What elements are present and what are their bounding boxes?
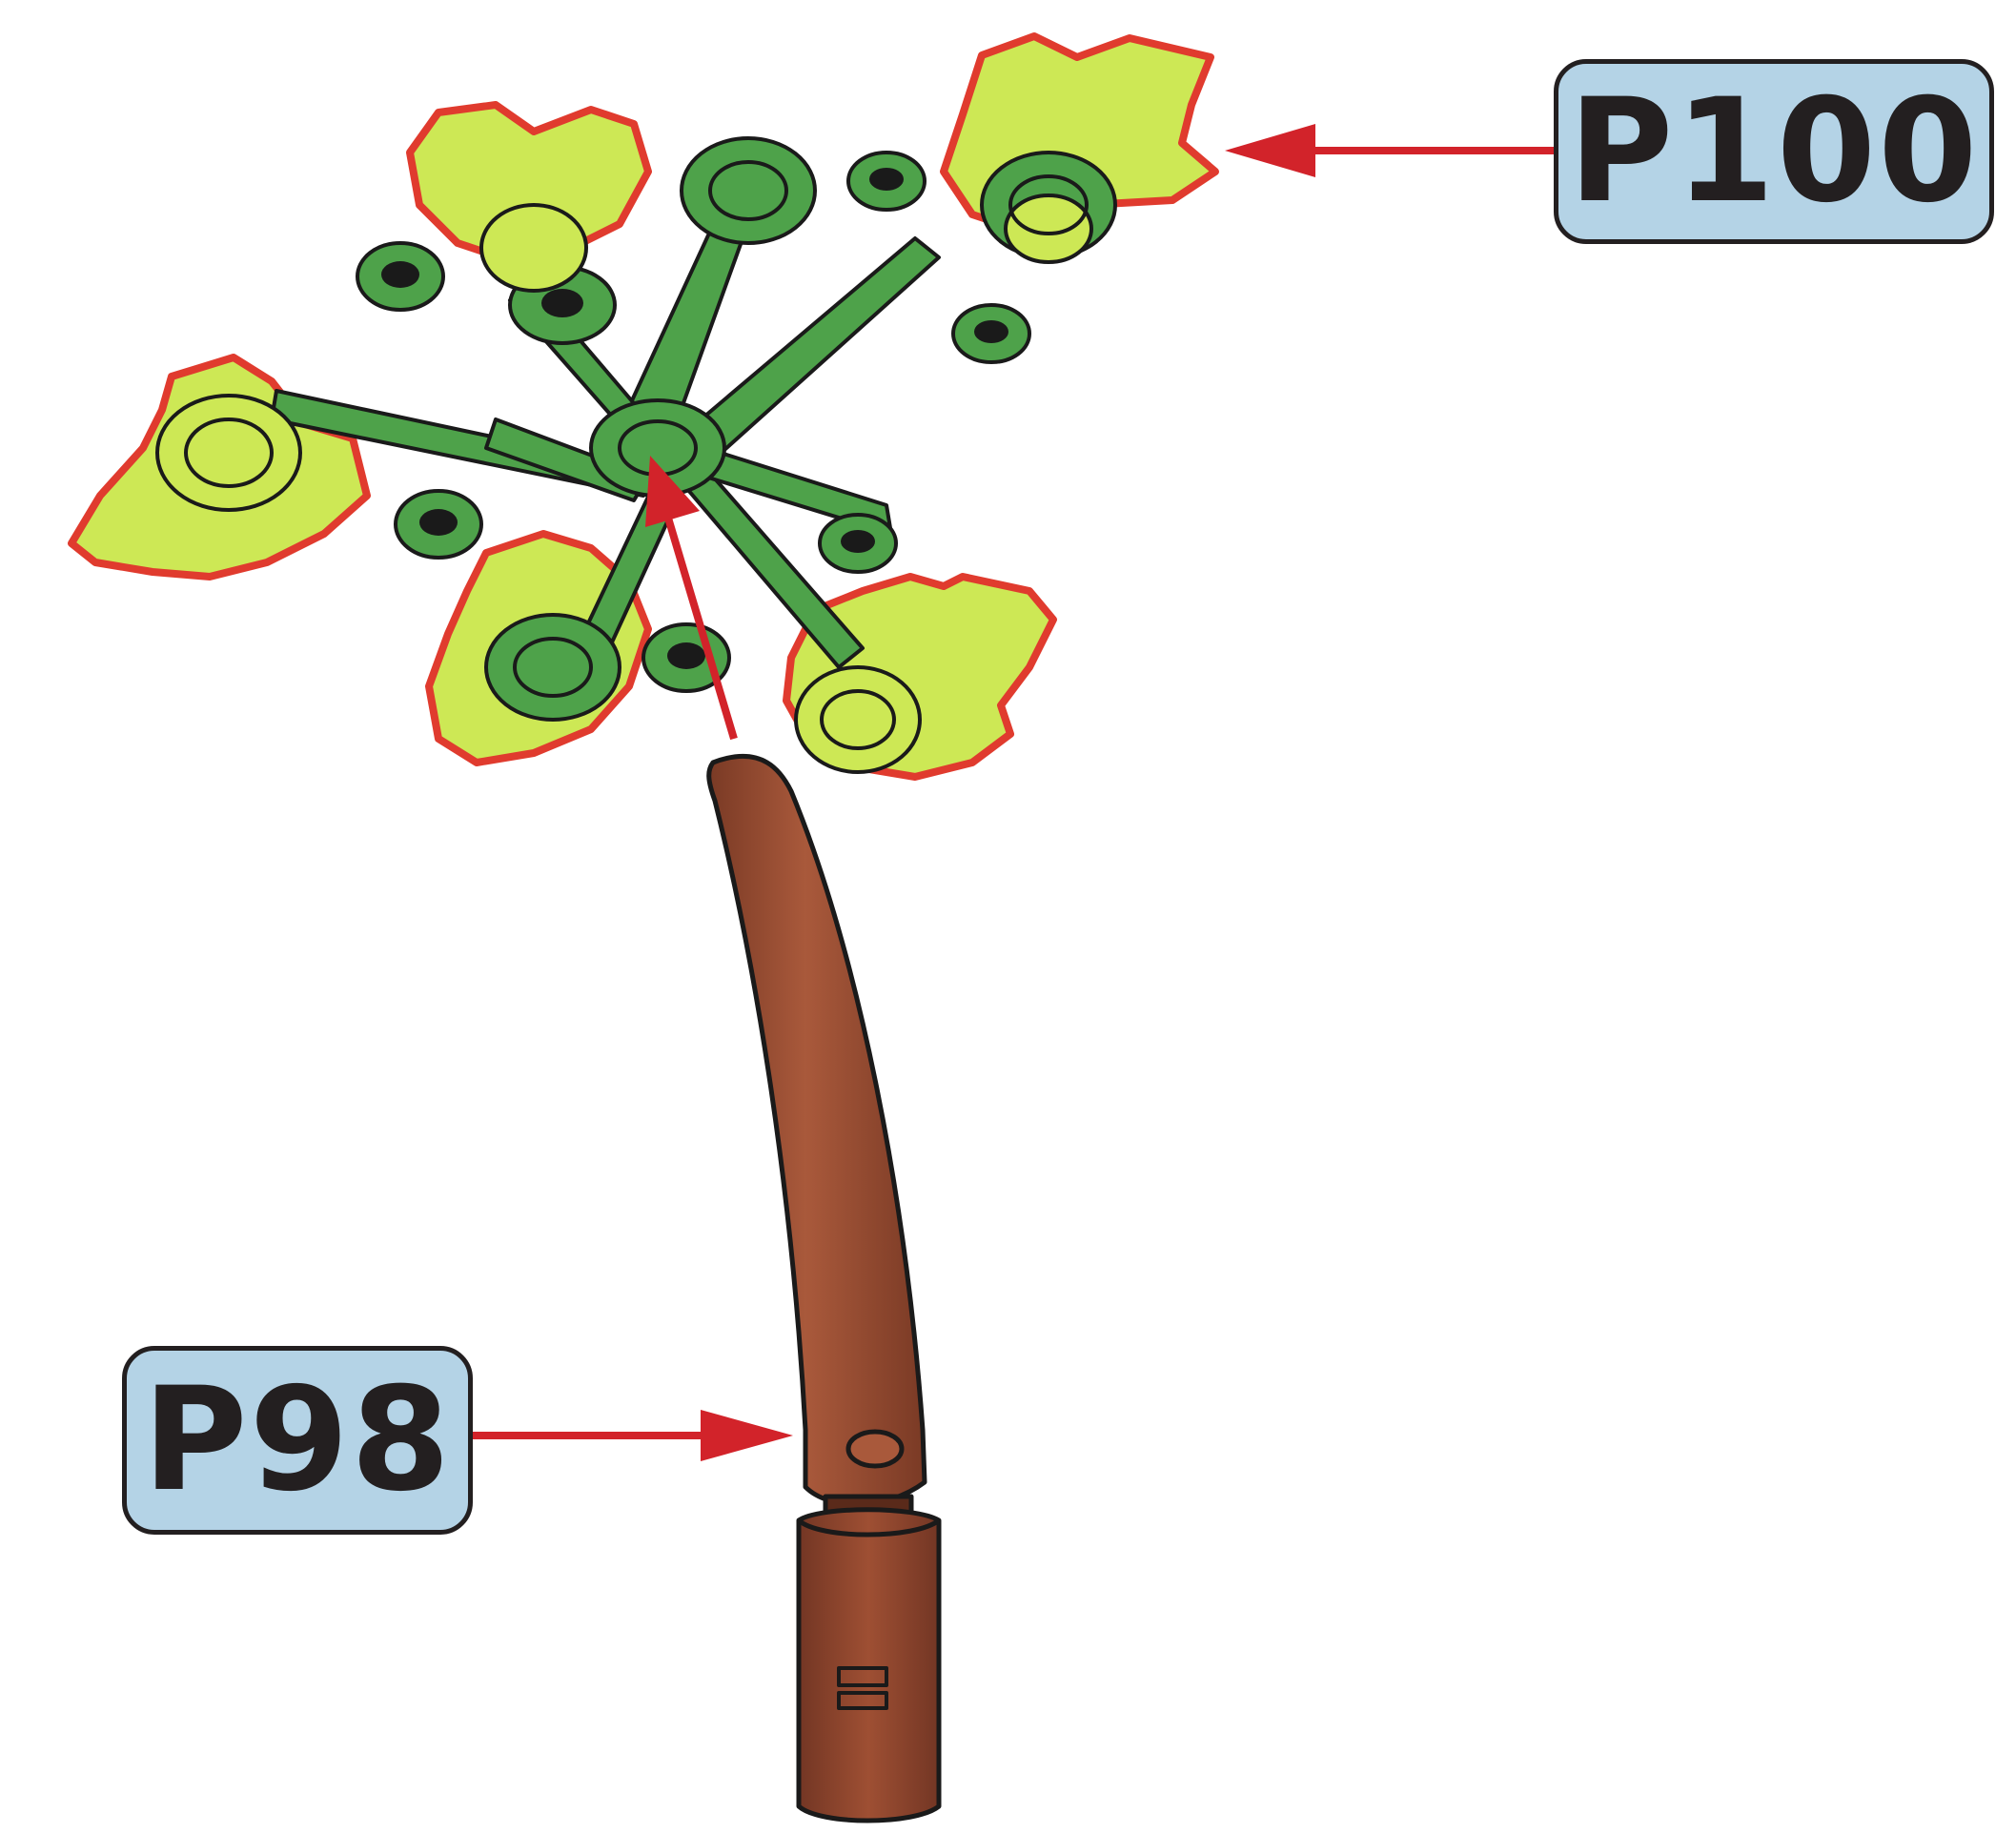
part-label-p100: P100 — [1554, 59, 1994, 244]
part-label-p98: P98 — [122, 1346, 473, 1535]
trunk-base-piece — [799, 1510, 939, 1821]
trunk-curved-piece — [709, 756, 925, 1504]
arrow-p98-head — [701, 1410, 793, 1461]
trunk-knob — [848, 1432, 902, 1466]
arrow-p100-head — [1225, 124, 1315, 177]
leaf-assembly-p100 — [71, 36, 1215, 777]
trunk-assembly-p98 — [709, 756, 939, 1821]
